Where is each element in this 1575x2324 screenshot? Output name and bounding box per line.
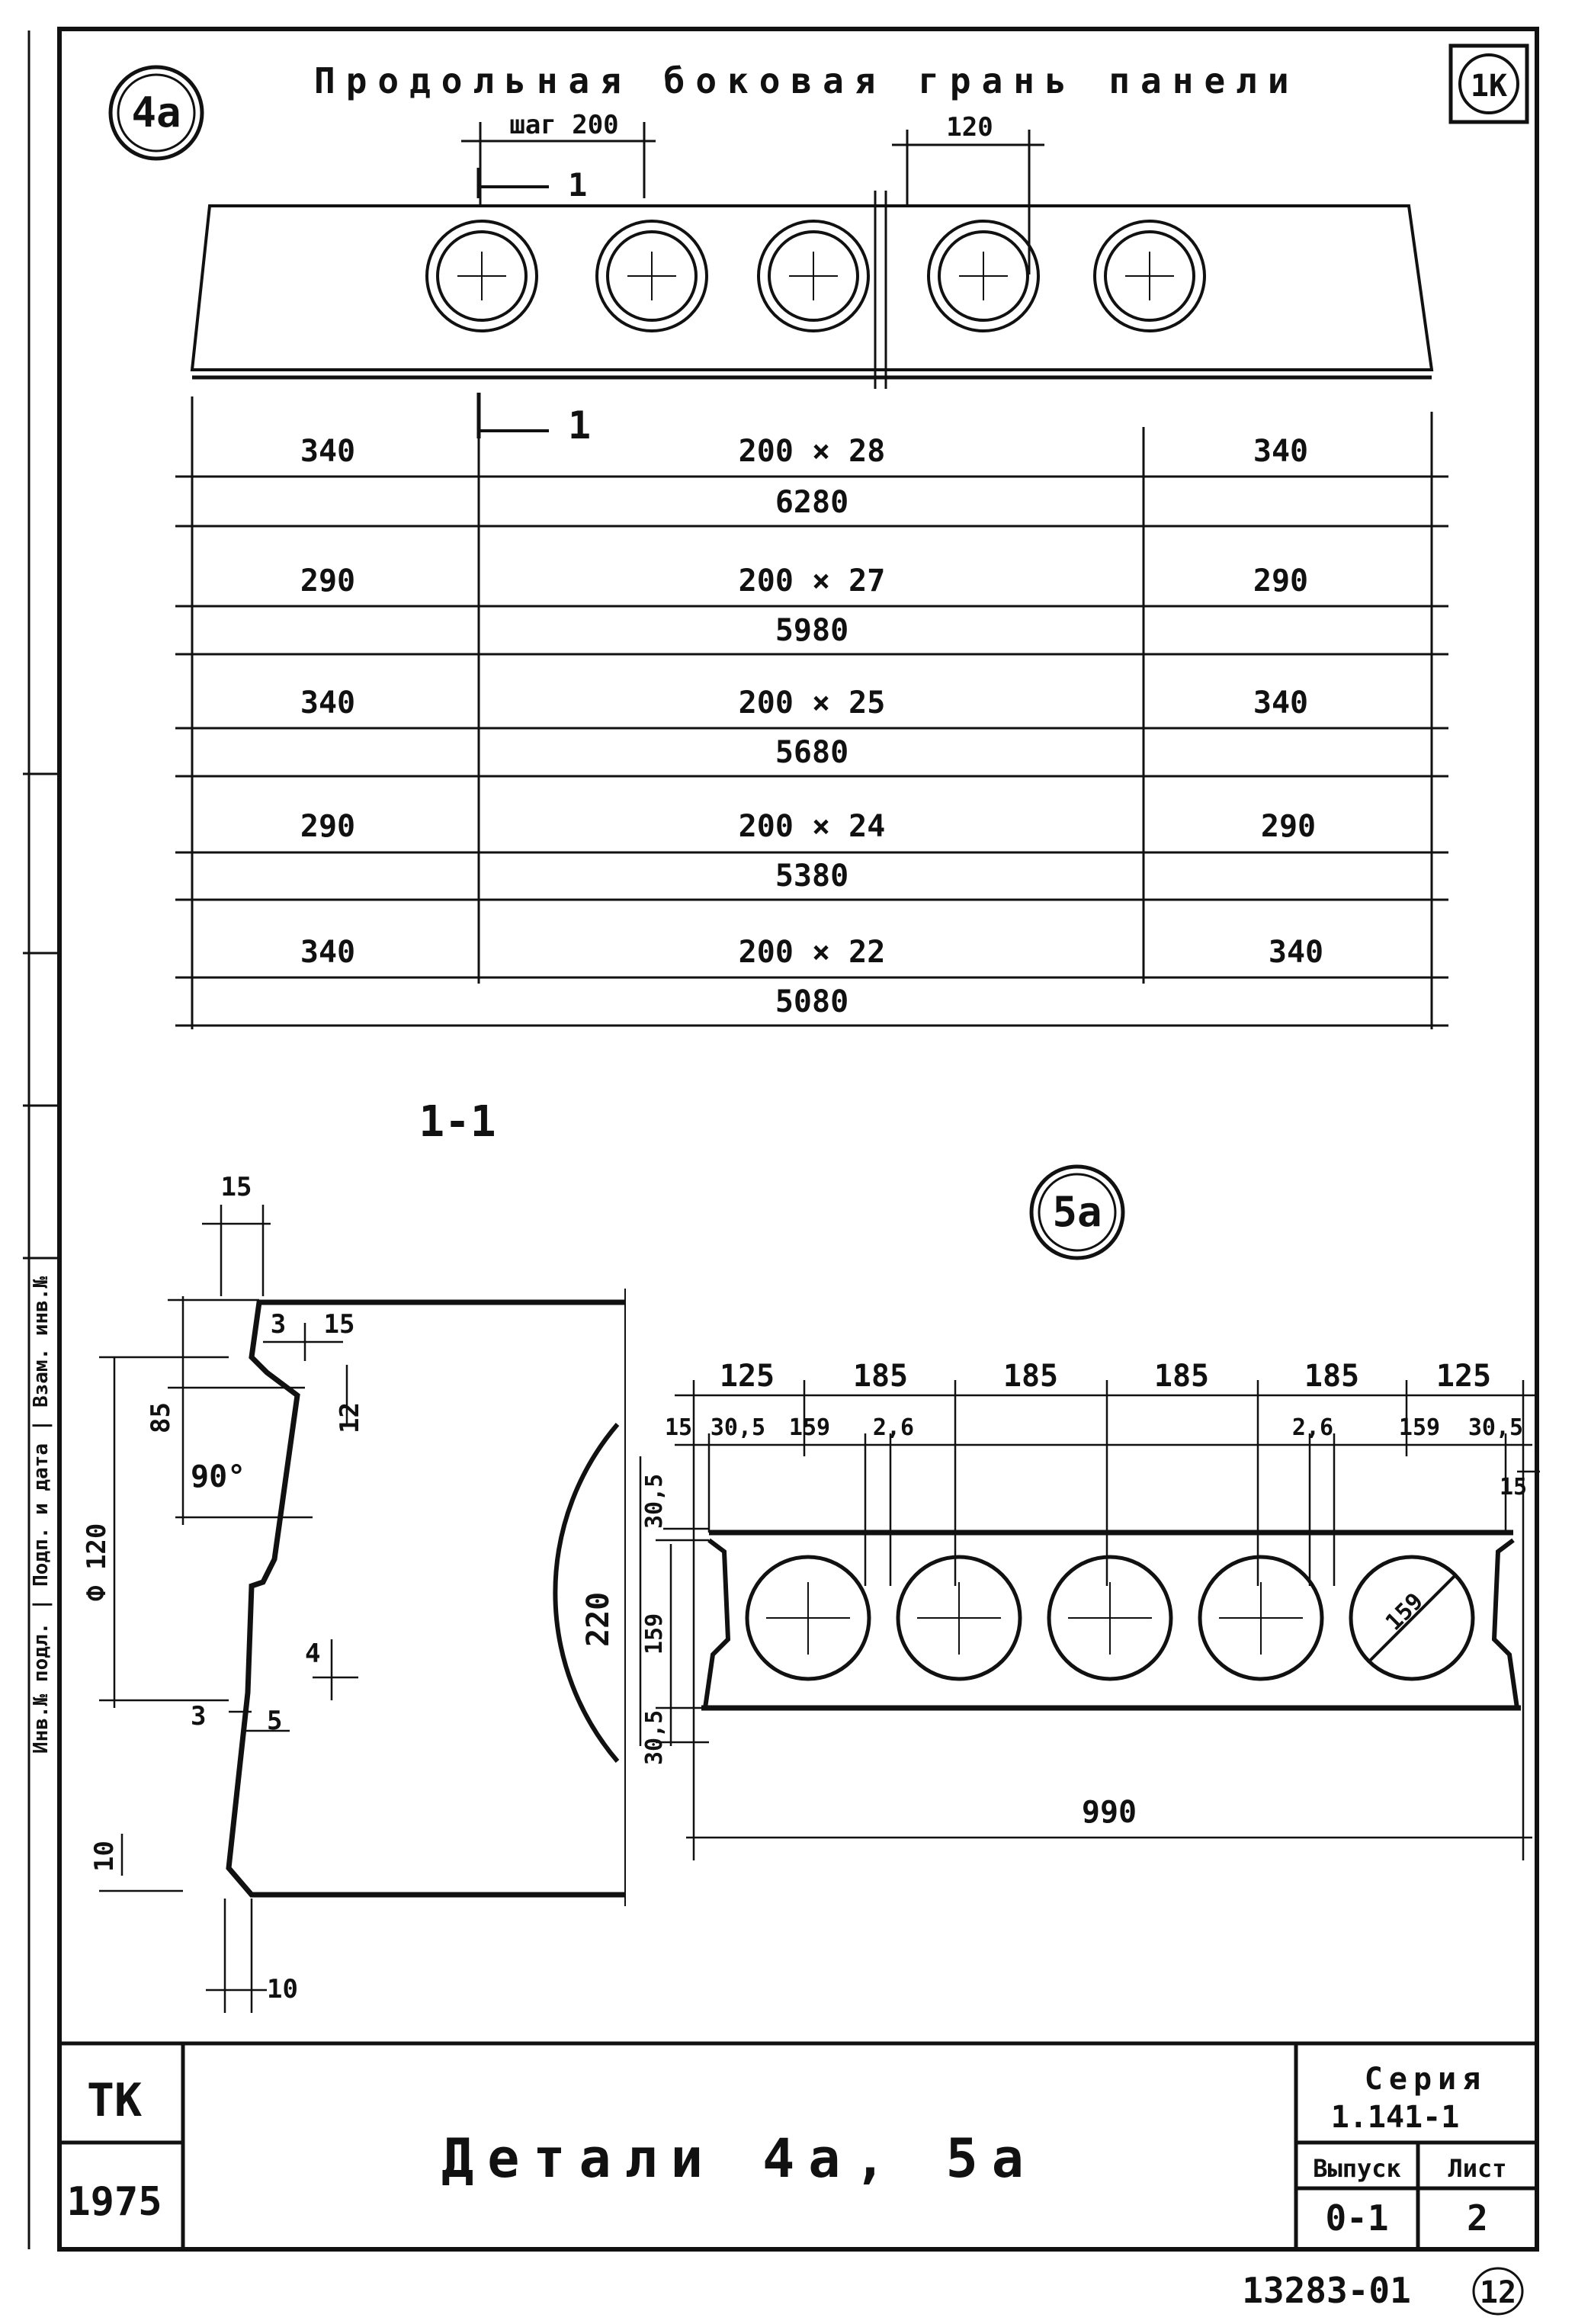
svg-text:290: 290 — [1261, 809, 1316, 844]
hole-diameter: 159 — [1381, 1588, 1429, 1636]
svg-text:340: 340 — [1253, 685, 1308, 721]
page-number: 12 — [1480, 2275, 1516, 2310]
corner-box — [1448, 43, 1529, 124]
dim-row: 290 200 × 24 290 5380 — [300, 809, 1316, 894]
section-1-1-profile — [226, 1289, 626, 1906]
svg-text:200 × 25: 200 × 25 — [739, 685, 886, 721]
dimension-lines — [175, 396, 1448, 1029]
top-dim: 125 — [720, 1359, 775, 1394]
detail-5a-marker — [1029, 1164, 1125, 1260]
section-dim-lines — [99, 1205, 642, 2013]
dim-phi-120: Ф 120 — [82, 1523, 112, 1601]
dim-4: 4 — [305, 1639, 320, 1669]
sheet-frame — [57, 27, 1539, 2252]
dim-10-bottom: 10 — [267, 1974, 298, 2005]
series-value: 1.141-1 — [1331, 2100, 1460, 2135]
dim-30-5-top: 30,5 — [641, 1474, 668, 1529]
sub-dim-right: 159 — [1399, 1414, 1440, 1441]
org-label: ТК — [87, 2074, 142, 2127]
detail-4a-marker — [108, 65, 204, 161]
dim-row: 340 200 × 28 340 6280 — [300, 434, 1308, 520]
pitch-label: шаг 200 — [509, 110, 618, 140]
dim-30-5-bottom: 30,5 — [641, 1710, 668, 1765]
dim-90-deg: 90° — [191, 1459, 245, 1494]
top-dim: 185 — [1003, 1359, 1058, 1394]
issue-value: 0-1 — [1325, 2197, 1388, 2239]
sub-dim-left: 159 — [789, 1414, 830, 1441]
corner-mark: 1К — [1471, 69, 1507, 104]
dim-row: 340 200 × 25 340 5680 — [300, 685, 1308, 770]
page-circle — [1472, 2267, 1524, 2316]
dim-5: 5 — [267, 1706, 282, 1736]
sheet-value: 2 — [1467, 2197, 1488, 2239]
svg-text:6280: 6280 — [775, 485, 848, 520]
title-4a: Продольная боковая грань панели — [314, 60, 1300, 101]
drawing-title: Детали 4а, 5а — [441, 2127, 1038, 2190]
dim-3-top: 3 — [271, 1309, 286, 1340]
svg-text:290: 290 — [300, 563, 355, 599]
svg-text:5080: 5080 — [775, 984, 848, 1019]
title-block — [59, 2041, 1537, 2249]
side-stamp: Инв.№ подл. | Подп. и дата | Взам. инв.№ — [30, 1276, 53, 1754]
dim-990: 990 — [1082, 1795, 1137, 1830]
svg-text:340: 340 — [1269, 935, 1323, 970]
detail-5a-label: 5а — [1052, 1188, 1102, 1236]
svg-text:5380: 5380 — [775, 859, 848, 894]
dim-15-inner: 15 — [324, 1309, 355, 1340]
doc-number: 13283-01 — [1242, 2270, 1411, 2311]
svg-text:5680: 5680 — [775, 735, 848, 770]
dim-85: 85 — [146, 1402, 176, 1433]
svg-text:290: 290 — [300, 809, 355, 844]
svg-text:340: 340 — [1253, 434, 1308, 469]
svg-text:290: 290 — [1253, 563, 1308, 599]
sheet-label: Лист — [1448, 2154, 1506, 2183]
svg-text:200 × 24: 200 × 24 — [739, 809, 886, 844]
dim-15-top: 15 — [221, 1172, 252, 1202]
dim-15-right: 15 — [1500, 1474, 1527, 1501]
sub-dim-left: 15 — [665, 1414, 692, 1441]
dim-row: 290 200 × 27 290 5980 — [300, 563, 1308, 648]
top-dim: 185 — [1154, 1359, 1209, 1394]
sub-dim-right: 2,6 — [1292, 1414, 1333, 1441]
panel-side-face — [190, 191, 1434, 389]
dim-159-vertical: 159 — [641, 1613, 668, 1655]
section-mark-bottom: 1 — [568, 403, 591, 448]
dim-10-left: 10 — [89, 1841, 120, 1872]
section-title: 1-1 — [419, 1097, 496, 1147]
dim-row: 340 200 × 22 340 5080 — [300, 935, 1323, 1019]
issue-label: Выпуск — [1313, 2154, 1401, 2183]
svg-text:200 × 27: 200 × 27 — [739, 563, 886, 599]
dim-220: 220 — [581, 1592, 616, 1647]
year-label: 1975 — [66, 2179, 162, 2225]
detail-5a-dim-lines — [656, 1380, 1540, 1860]
svg-text:340: 340 — [300, 685, 355, 721]
detail-4a-label: 4а — [131, 88, 181, 136]
svg-text:340: 340 — [300, 935, 355, 970]
dim-3-bottom: 3 — [191, 1701, 206, 1732]
sub-dim-left: 30,5 — [711, 1414, 765, 1441]
sub-dim-left: 2,6 — [873, 1414, 914, 1441]
dim-12: 12 — [335, 1402, 365, 1433]
dim-120-label: 120 — [946, 112, 993, 143]
top-dim: 185 — [1304, 1359, 1359, 1394]
series-label: Серия — [1365, 2062, 1487, 2097]
top-dim: 185 — [853, 1359, 908, 1394]
top-dim: 125 — [1436, 1359, 1491, 1394]
svg-text:340: 340 — [300, 434, 355, 469]
sub-dim-right: 30,5 — [1468, 1414, 1523, 1441]
svg-text:200 × 28: 200 × 28 — [739, 434, 886, 469]
svg-text:200 × 22: 200 × 22 — [739, 935, 886, 970]
svg-text:5980: 5980 — [775, 613, 848, 648]
hollow-core-panel — [701, 1530, 1521, 1711]
section-mark-top: 1 — [568, 166, 587, 204]
